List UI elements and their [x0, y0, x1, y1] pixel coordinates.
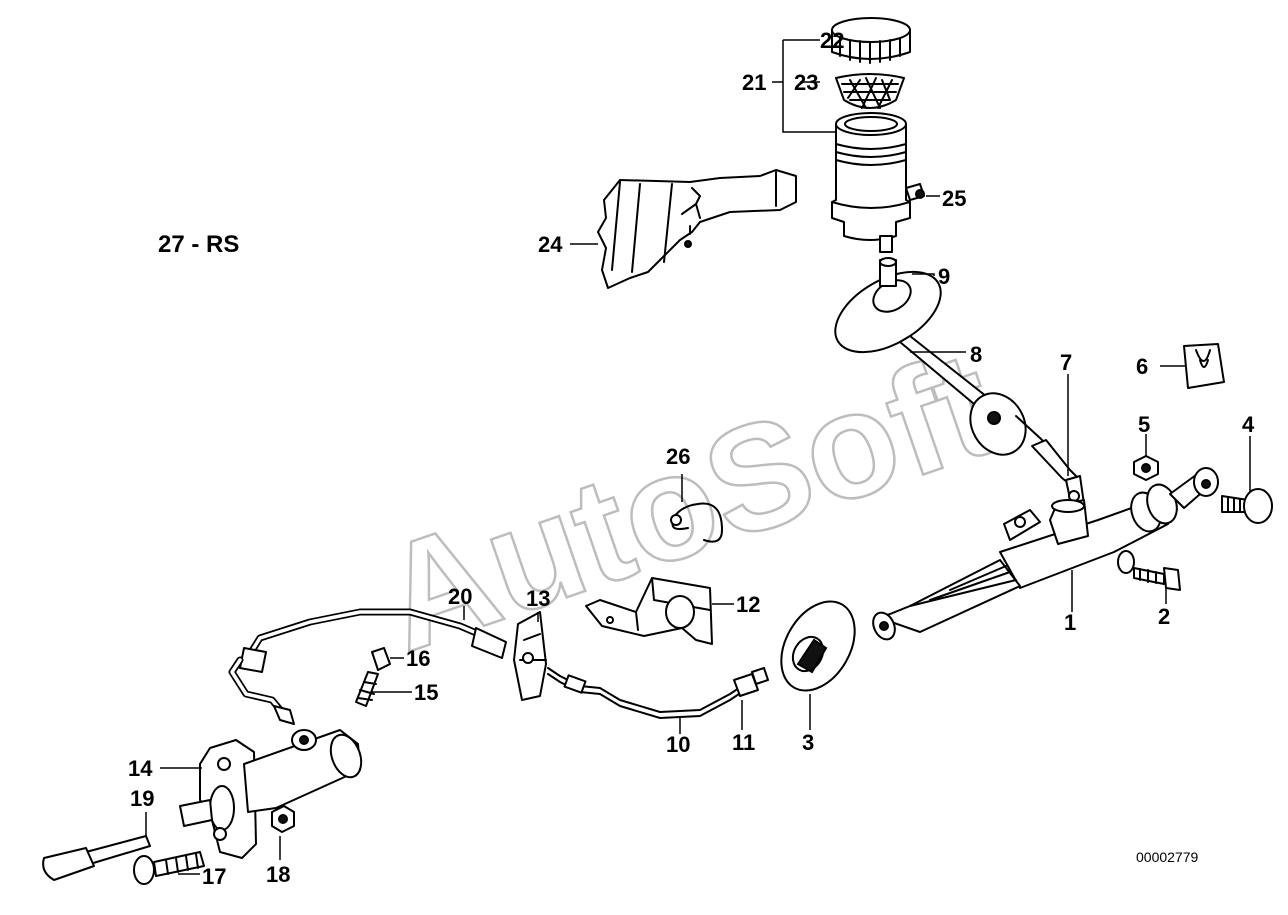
part-20-hose-line	[228, 608, 507, 725]
callout-4: 4	[1242, 412, 1255, 437]
part-10-hose	[547, 667, 743, 719]
part-12-bracket	[585, 577, 713, 645]
part-6-clip	[1183, 343, 1225, 389]
callout-20: 20	[448, 584, 472, 609]
callout-1: 1	[1064, 610, 1076, 635]
callout-19: 19	[130, 786, 154, 811]
callout-22: 22	[820, 28, 844, 53]
part-25-clamp	[905, 183, 925, 201]
callout-12: 12	[736, 592, 760, 617]
part-14-slave-cylinder	[179, 729, 363, 859]
callout-23: 23	[794, 70, 818, 95]
part-18-nut	[271, 805, 295, 833]
callout-labels: 22 21 23 25 24 9 8 7 6 5 4 2 1 26 12 13 …	[128, 28, 1255, 889]
part-23-strainer	[835, 73, 905, 109]
part-11-fitting	[733, 667, 769, 697]
part-17-bolt	[133, 851, 205, 885]
part-7-clevis	[1031, 439, 1085, 509]
part-16-bleed-cap	[371, 647, 391, 671]
callout-14: 14	[128, 756, 153, 781]
part-13-clip	[513, 611, 547, 701]
part-4-bolt	[1221, 488, 1273, 524]
part-22-reservoir-cap	[831, 17, 911, 64]
part-8-push-rod	[899, 335, 1053, 456]
callout-15: 15	[414, 680, 438, 705]
section-label: 27 - RS	[158, 231, 239, 258]
document-number: 00002779	[1136, 849, 1199, 865]
part-19-push-rod	[42, 835, 151, 881]
callout-9: 9	[938, 264, 950, 289]
callout-2: 2	[1158, 604, 1170, 629]
callout-17: 17	[202, 864, 226, 889]
part-26-spring-clip	[670, 502, 723, 543]
callout-21: 21	[742, 70, 766, 95]
callout-8: 8	[970, 342, 982, 367]
callout-18: 18	[266, 862, 290, 887]
callout-11: 11	[732, 730, 755, 755]
part-9-grommet	[834, 257, 942, 354]
clevis-link	[1169, 467, 1219, 509]
part-2-bolt	[1117, 550, 1181, 591]
callout-25: 25	[942, 186, 966, 211]
callout-10: 10	[666, 732, 690, 757]
callout-13: 13	[526, 586, 550, 611]
part-15-bleed-screw	[355, 671, 379, 707]
part-3-boot	[780, 600, 856, 692]
callout-24: 24	[538, 232, 563, 257]
callout-3: 3	[802, 730, 814, 755]
part-5-nut	[1133, 455, 1159, 481]
callout-26: 26	[666, 444, 690, 469]
part-24-bracket	[597, 169, 797, 289]
callout-16: 16	[406, 646, 430, 671]
leader-lines	[145, 39, 1251, 875]
callout-6: 6	[1136, 354, 1148, 379]
callout-7: 7	[1060, 350, 1072, 375]
part-21-reservoir	[831, 112, 911, 253]
callout-5: 5	[1138, 412, 1150, 437]
